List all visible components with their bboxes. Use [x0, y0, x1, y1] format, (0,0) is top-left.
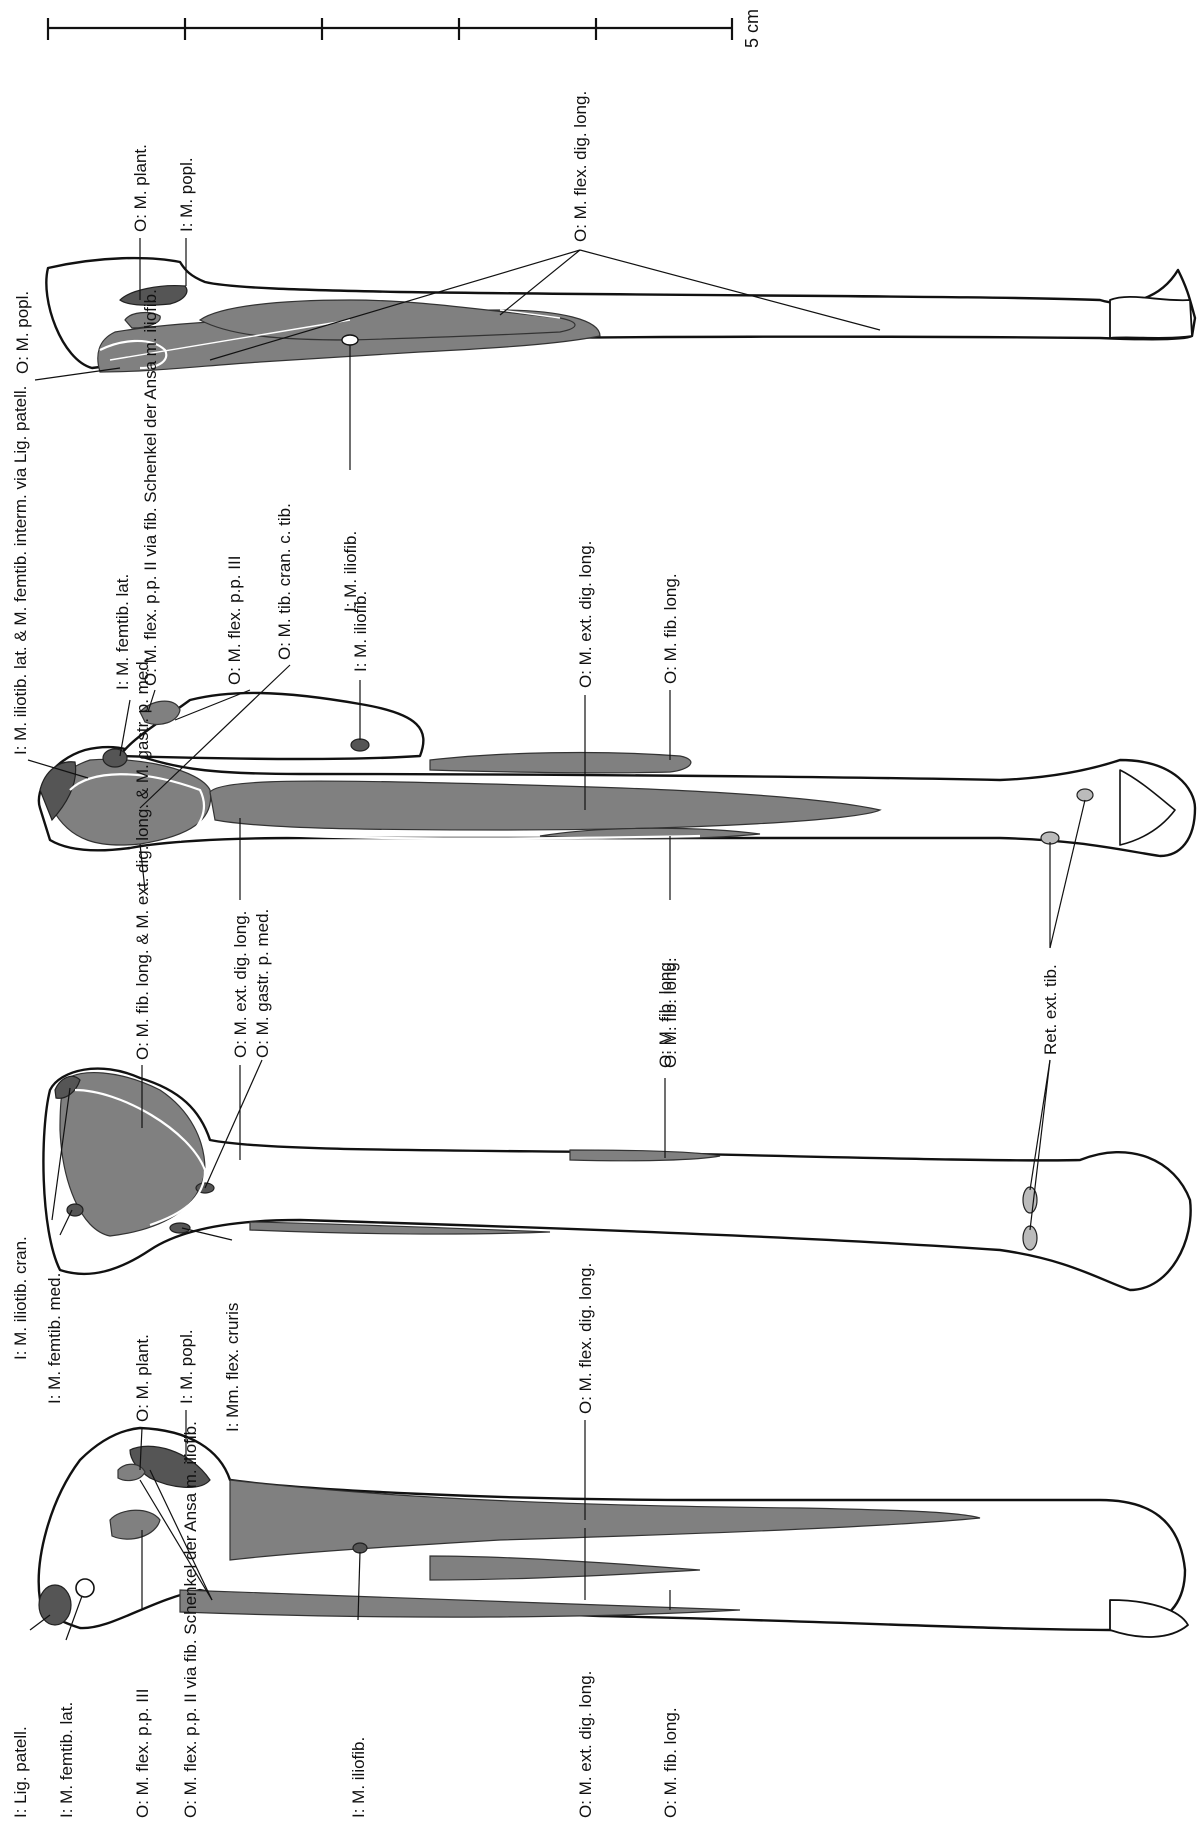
- label-i-m-iliotib-cran: I: M. iliotib. cran.: [11, 1236, 30, 1360]
- label-o-m-flex-dig-long: O: M. flex. dig. long.: [571, 91, 590, 242]
- label-o-m-gastr-p-med: O: M. gastr. p. med.: [253, 909, 272, 1058]
- label-o-m-flex-pp-ii-2: O: M. flex. p.p. II via fib. Schenkel de…: [181, 1421, 200, 1818]
- bone-1: I: Lig. patell. I: M. femtib. lat. O: M.…: [11, 1263, 1188, 1818]
- scale-bar-label: 5 cm: [742, 9, 762, 48]
- label-o-m-fib-long-2: O: M. fib. long.: [656, 957, 675, 1068]
- label-o-m-ext-dig-long: O: M. ext. dig. long.: [576, 541, 595, 688]
- label-o-m-fib-long-upper: O: M. fib. long.: [661, 573, 680, 684]
- label-o-m-plant: O: M. plant.: [131, 144, 150, 232]
- label-o-m-flex-pp-ii: O: M. flex. p.p. II via fib. Schenkel de…: [141, 289, 160, 686]
- label-o-m-flex-dig-long-2: O: M. flex. dig. long.: [576, 1263, 595, 1414]
- label-i-lig-patell: I: Lig. patell.: [11, 1726, 30, 1818]
- label-o-m-ext-dig-long-3: O: M. ext. dig. long.: [576, 1671, 595, 1818]
- bone-3: I: M. iliotib. lat. & M. femtib. interm.…: [11, 289, 1195, 1068]
- label-o-m-flex-pp-iii: O: M. flex. p.p. III: [225, 556, 244, 685]
- label-o-m-fib-long-ext-gastr: O: M. fib. long. & M. ext. dig. long. & …: [133, 657, 152, 1060]
- label-o-m-fib-long-3: O: M. fib. long.: [661, 1707, 680, 1818]
- label-i-m-femtib-med: I: M. femtib. med.: [45, 1273, 64, 1404]
- label-i-m-iliofib-2: I: M. iliofib.: [351, 591, 370, 672]
- label-i-m-femtib-lat-2: I: M. femtib. lat.: [57, 1702, 76, 1818]
- label-o-m-ext-dig-long-2: O: M. ext. dig. long.: [231, 911, 250, 1058]
- label-i-m-popl: I: M. popl.: [177, 157, 196, 232]
- label-i-m-femtib-lat: I: M. femtib. lat.: [113, 574, 132, 690]
- label-ret-ext-tib: Ret. ext. tib.: [1041, 964, 1060, 1055]
- scale-bar: 5 cm: [48, 9, 762, 48]
- label-o-m-flex-pp-iii-2: O: M. flex. p.p. III: [133, 1689, 152, 1818]
- label-i-mm-flex-cruris: I: Mm. flex. cruris: [223, 1303, 242, 1432]
- label-i-m-iliotib-lat: I: M. iliotib. lat. & M. femtib. interm.…: [11, 386, 30, 755]
- bone-4: O: M. popl. O: M. plant. I: M. popl. O: …: [13, 91, 1195, 612]
- label-o-m-plant-2: O: M. plant.: [133, 1334, 152, 1422]
- label-o-m-popl: O: M. popl.: [13, 291, 32, 374]
- label-i-m-popl-2: I: M. popl.: [177, 1329, 196, 1404]
- label-i-m-iliofib-3: I: M. iliofib.: [349, 1737, 368, 1818]
- label-o-m-tib-cran: O: M. tib. cran. c. tib.: [275, 503, 294, 660]
